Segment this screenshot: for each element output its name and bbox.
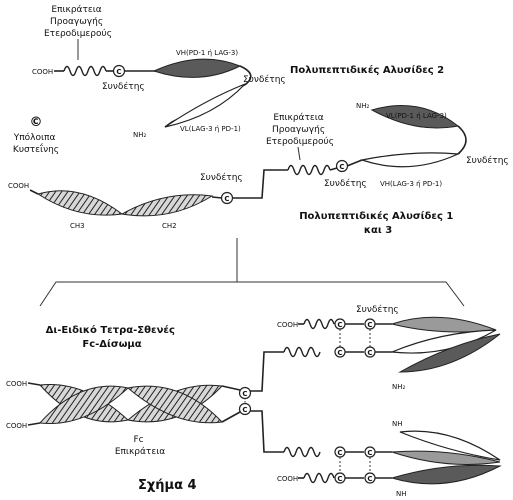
diabody-title: Δι-Ειδικό Τετρα-Σθενές Fc-Δίσωμα xyxy=(46,324,179,350)
heterodimer-coil-top xyxy=(64,67,106,76)
vh-domain-top xyxy=(154,59,240,77)
svg-text:C: C xyxy=(367,449,372,457)
linker-label: Συνδέτης xyxy=(200,172,243,183)
svg-text:C: C xyxy=(337,349,342,357)
vh-label-top: VH(PD-1 ή LAG-3) xyxy=(176,49,238,57)
svg-text:C: C xyxy=(339,163,344,171)
chains-2-label: Πολυπεπτιδικές Αλυσίδες 2 xyxy=(290,64,444,76)
cooh-label: COOH xyxy=(277,321,298,329)
cysteine-legend: © Υπόλοιπα Κυστεΐνης xyxy=(13,115,59,155)
assembled-fc-diabody: Δι-Ειδικό Τετρα-Σθενές Fc-Δίσωμα COOH CO… xyxy=(6,304,500,498)
v-domain xyxy=(392,317,496,332)
cysteine-residue-label: Υπόλοιπα Κυστεΐνης xyxy=(13,132,59,155)
v-domain xyxy=(392,465,500,484)
nh-label: NH xyxy=(392,420,403,428)
ch2-label: CH2 xyxy=(162,222,177,230)
nh2-label: NH₂ xyxy=(133,131,147,139)
cooh-label: COOH xyxy=(8,182,29,190)
svg-text:C: C xyxy=(367,475,372,483)
nh-label: NH xyxy=(396,490,407,498)
linker-label: Συνδέτης xyxy=(466,155,509,166)
vh-domain-mid xyxy=(362,153,458,167)
lower-diabody-arm: C C COOH C C NH NH xyxy=(277,420,500,498)
polypeptide-chain-2: Επικράτεια Προαγωγής Ετεροδιμερούς COOH … xyxy=(32,5,444,139)
heterodimer-domain-label-top: Επικράτεια Προαγωγής Ετεροδιμερούς xyxy=(44,5,112,39)
vh-label-mid: VH(LAG-3 ή PD-1) xyxy=(380,180,442,188)
assembly-connector xyxy=(40,238,464,306)
heterodimer-domain-label-mid: Επικράτεια Προαγωγής Ετεροδιμερούς xyxy=(266,113,334,147)
ch3-domain xyxy=(38,191,122,215)
svg-text:C: C xyxy=(224,195,229,203)
heterodimer-coil-mid xyxy=(288,166,330,175)
upper-diabody-arm: COOH C C Συνδέτης C C NH₂ xyxy=(277,304,500,391)
svg-text:C: C xyxy=(242,406,247,414)
vl-label-top: VL(LAG-3 ή PD-1) xyxy=(180,125,241,133)
cooh-label: COOH xyxy=(277,475,298,483)
polypeptide-chains-1-and-3: COOH CH3 CH2 C Συνδέτης Επικράτεια Προαγ… xyxy=(8,102,509,236)
cooh-label: COOH xyxy=(6,380,27,388)
svg-text:C: C xyxy=(116,68,121,76)
linker-label: Συνδέτης xyxy=(356,304,399,315)
linker-label: Συνδέτης xyxy=(102,81,145,92)
svg-text:C: C xyxy=(337,321,342,329)
ch2-domain xyxy=(122,195,212,216)
nh2-label: NH₂ xyxy=(356,102,370,110)
chains-1-3-label: Πολυπεπτιδικές Αλυσίδες 1 και 3 xyxy=(299,210,457,236)
fc-region-label: Fc Επικράτεια xyxy=(115,435,165,457)
svg-text:C: C xyxy=(337,449,342,457)
cysteine-symbol: © xyxy=(30,115,43,130)
vl-label-mid: VL(PD-1 ή LAG-3) xyxy=(386,112,447,120)
svg-text:C: C xyxy=(242,390,247,398)
linker-label: Συνδέτης xyxy=(243,74,286,85)
ch3-label: CH3 xyxy=(70,222,85,230)
svg-text:C: C xyxy=(367,349,372,357)
nh2-label: NH₂ xyxy=(392,383,406,391)
svg-text:C: C xyxy=(337,475,342,483)
cooh-label: COOH xyxy=(32,68,53,76)
figure-label: Σχήμα 4 xyxy=(138,478,197,493)
vl-domain-top xyxy=(165,84,245,127)
linker-label: Συνδέτης xyxy=(324,178,367,189)
cooh-label: COOH xyxy=(6,422,27,430)
svg-text:C: C xyxy=(367,321,372,329)
